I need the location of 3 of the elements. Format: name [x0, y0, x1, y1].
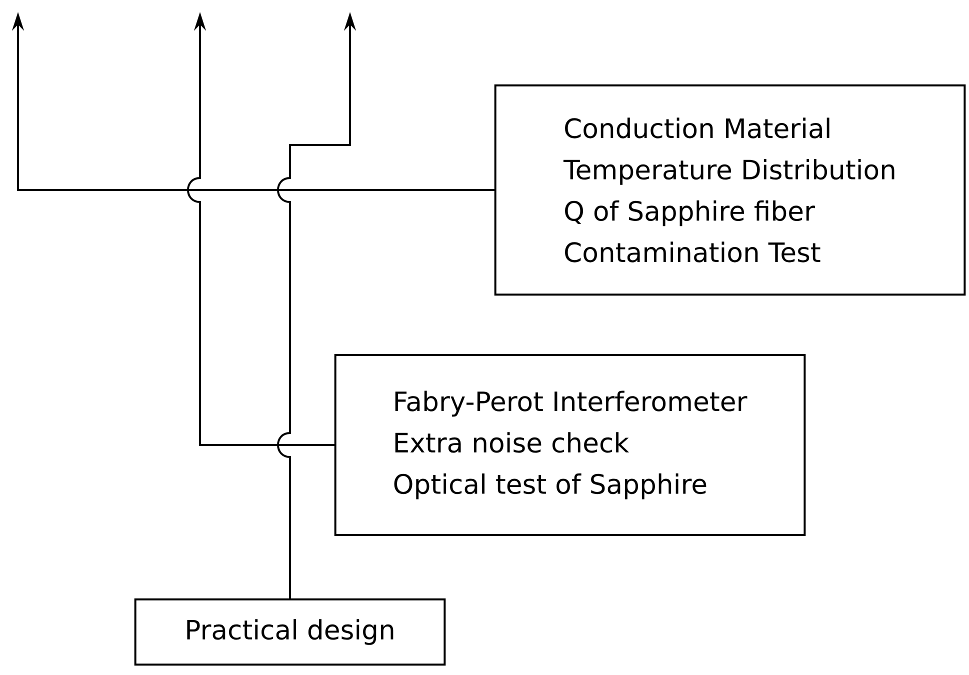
- process-box: Practical design: [134, 598, 446, 666]
- process-box: Fabry-Perot Interferometer Extra noise check Optical test of Sapphire: [334, 354, 806, 536]
- process-box: Conduction Material Temperature Distribution Q of Sapphire fiber Contamination Test: [494, 84, 966, 296]
